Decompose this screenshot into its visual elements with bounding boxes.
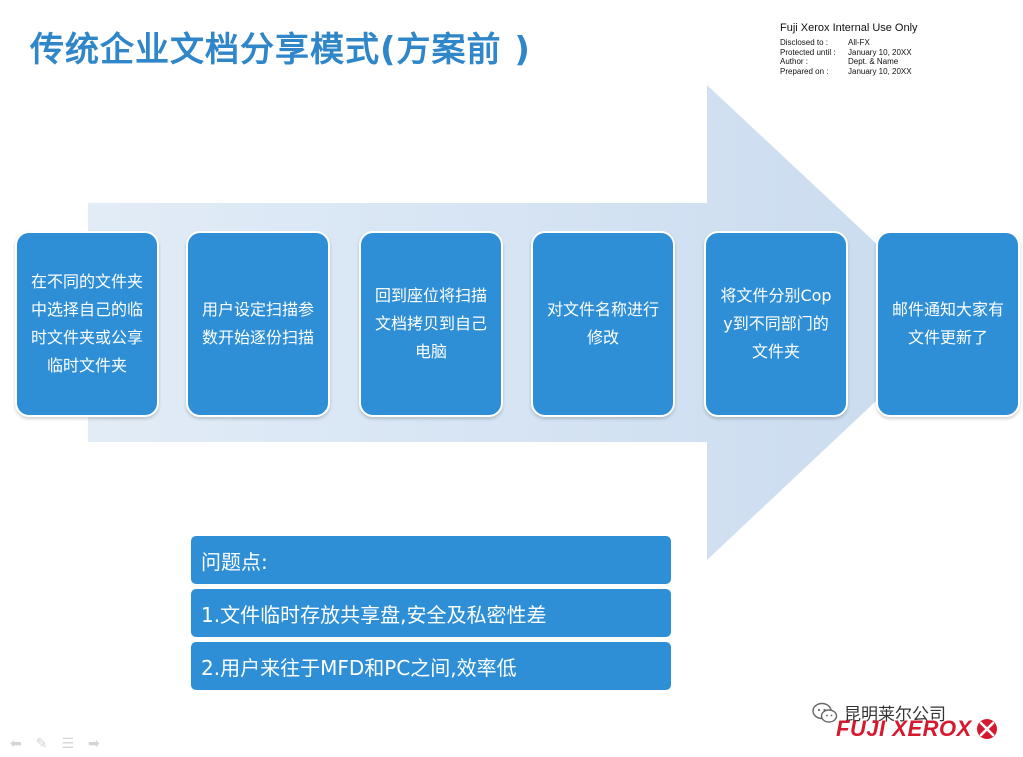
xerox-ball-icon xyxy=(976,719,997,739)
logo-text: FUJI XEROX xyxy=(836,716,972,741)
issues-panel: 问题点: 1.文件临时存放共享盘,安全及私密性差 2.用户来往于MFD和PC之间… xyxy=(191,536,671,695)
step-4-text: 对文件名称进行修改 xyxy=(546,300,659,347)
issue-item: 1.文件临时存放共享盘,安全及私密性差 xyxy=(191,589,671,637)
menu-icon[interactable]: ☰ xyxy=(61,736,75,752)
meta-heading: Fuji Xerox Internal Use Only xyxy=(780,22,918,34)
step-2-text: 用户设定扫描参数开始逐份扫描 xyxy=(201,300,314,347)
step-4-box: 对文件名称进行修改 xyxy=(531,231,675,417)
step-6-box: 邮件通知大家有文件更新了 xyxy=(876,231,1020,417)
meta-key: Protected until : xyxy=(780,47,836,57)
meta-row: Disclosed to : All-FX xyxy=(780,38,1010,48)
meta-row: Protected until : January 10, 20XX xyxy=(780,48,1010,58)
step-6-text: 邮件通知大家有文件更新了 xyxy=(891,300,1004,347)
confidentiality-block: Fuji Xerox Internal Use Only Disclosed t… xyxy=(780,22,1010,76)
meta-value: January 10, 20XX xyxy=(848,47,912,57)
arrow-left-icon[interactable]: ⬅ xyxy=(10,736,22,752)
wechat-icon xyxy=(812,702,838,723)
meta-value: January 10, 20XX xyxy=(848,66,912,76)
step-5-text: 将文件分别Copy到不同部门的文件夹 xyxy=(720,286,832,361)
wechat-watermark: 昆明莱尔公司 xyxy=(812,700,1012,725)
step-1-text: 在不同的文件夹中选择自己的临时文件夹或公享临时文件夹 xyxy=(30,272,143,375)
step-1-box: 在不同的文件夹中选择自己的临时文件夹或公享临时文件夹 xyxy=(15,231,159,417)
issues-header: 问题点: xyxy=(191,536,671,584)
fuji-xerox-logo: FUJI XEROX xyxy=(836,716,1016,742)
step-3-box: 回到座位将扫描文档拷贝到自己电脑 xyxy=(359,231,503,417)
meta-key: Disclosed to : xyxy=(780,38,829,47)
meta-row: Prepared on : January 10, 20XX xyxy=(780,67,1010,77)
step-5-box: 将文件分别Copy到不同部门的文件夹 xyxy=(704,231,848,417)
issue-item: 2.用户来往于MFD和PC之间,效率低 xyxy=(191,642,671,690)
pen-icon[interactable]: ✎ xyxy=(35,736,48,752)
step-3-text: 回到座位将扫描文档拷贝到自己电脑 xyxy=(374,286,487,361)
arrow-shape xyxy=(88,85,960,560)
slideshow-nav: ⬅ ✎ ☰ ➡ xyxy=(10,736,100,752)
watermark-text: 昆明莱尔公司 xyxy=(844,705,946,725)
meta-value: All-FX xyxy=(848,38,870,47)
meta-key: Prepared on : xyxy=(780,66,829,76)
meta-key: Author : xyxy=(780,57,809,66)
meta-value: Dept. & Name xyxy=(848,57,899,66)
meta-row: Author : Dept. & Name xyxy=(780,57,1010,67)
slide-title: 传统企业文档分享模式(方案前 ) xyxy=(30,30,531,70)
arrow-right-icon[interactable]: ➡ xyxy=(88,736,100,752)
step-2-box: 用户设定扫描参数开始逐份扫描 xyxy=(186,231,330,417)
